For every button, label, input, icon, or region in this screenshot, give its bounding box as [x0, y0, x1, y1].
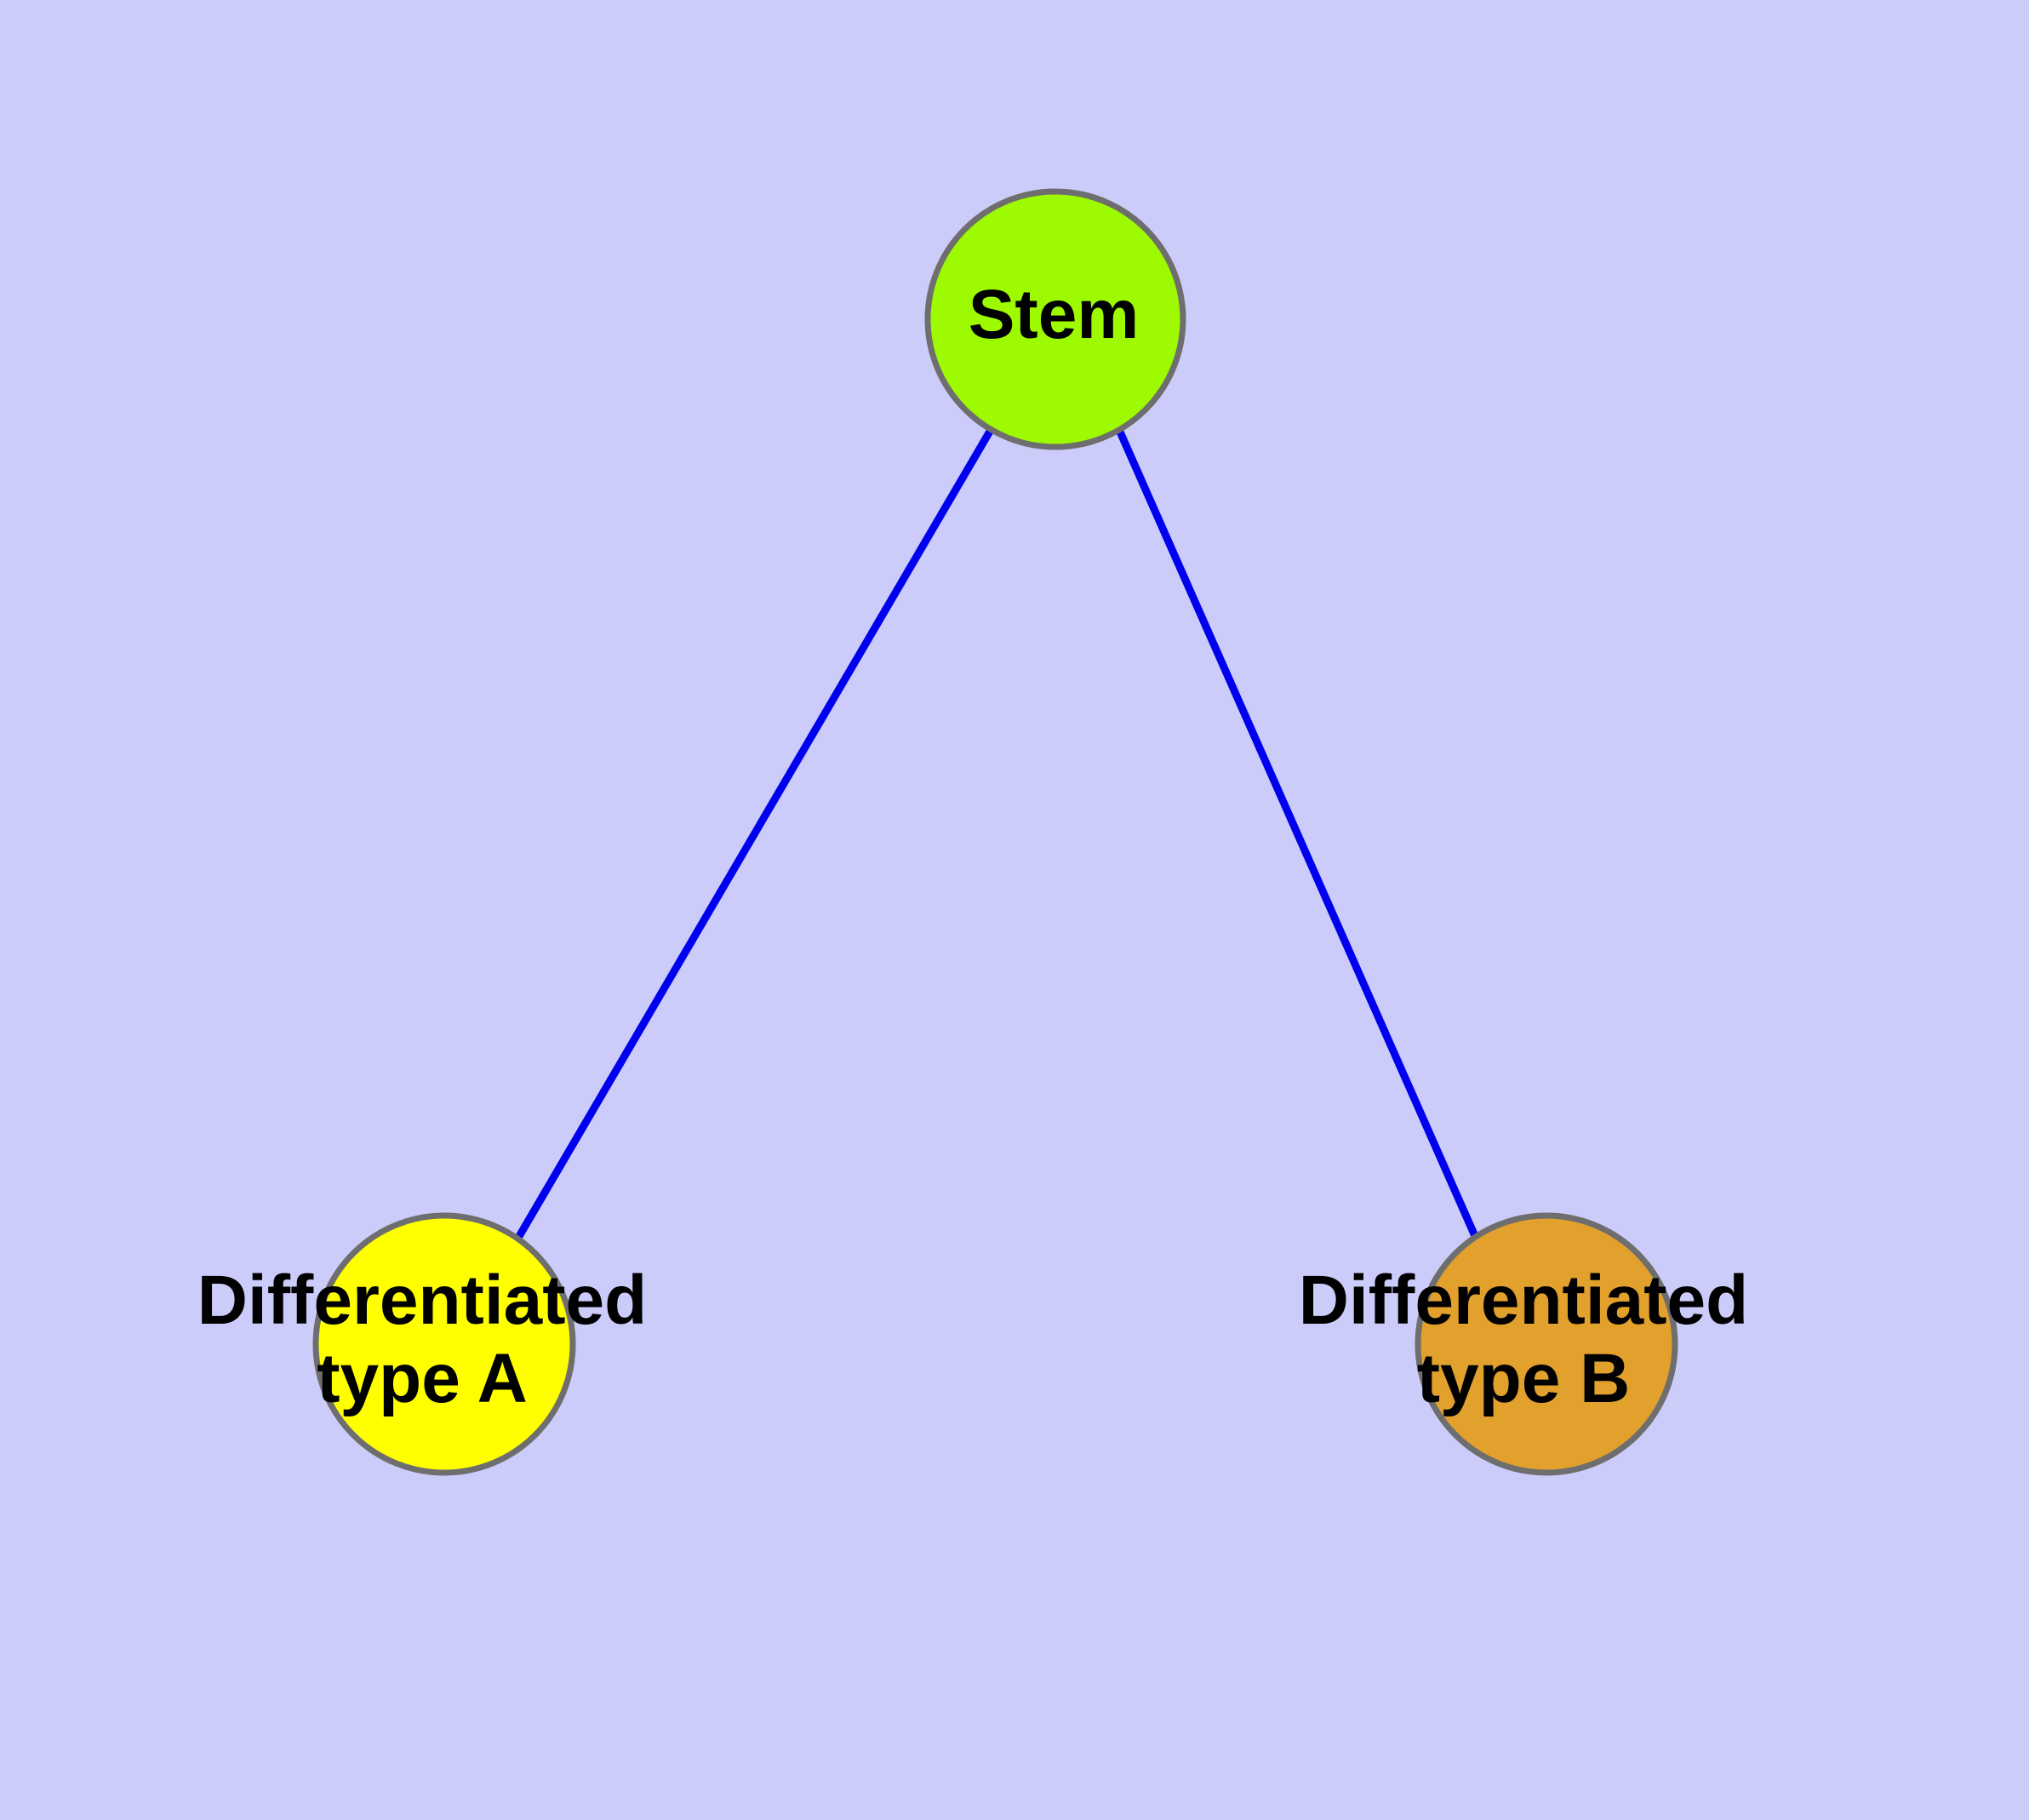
node-stem[interactable] [924, 188, 1186, 450]
edge-layer [515, 427, 1479, 1240]
edge-stem-to-diff-a[interactable] [515, 427, 994, 1240]
node-label-line: Stem [969, 276, 1140, 353]
edge-stem-to-diff-b[interactable] [1115, 428, 1479, 1238]
node-label-line: type A [317, 1340, 528, 1417]
node-label-line: Differentiated [1299, 1262, 1749, 1339]
node-differentiated-type-a[interactable] [312, 1212, 576, 1476]
node-label-line: Differentiated [197, 1262, 648, 1339]
node-label-line: type B [1417, 1340, 1631, 1417]
node-label-stem: Stem [969, 276, 1140, 353]
node-differentiated-type-b[interactable] [1415, 1212, 1678, 1476]
node-layer [312, 188, 1678, 1476]
